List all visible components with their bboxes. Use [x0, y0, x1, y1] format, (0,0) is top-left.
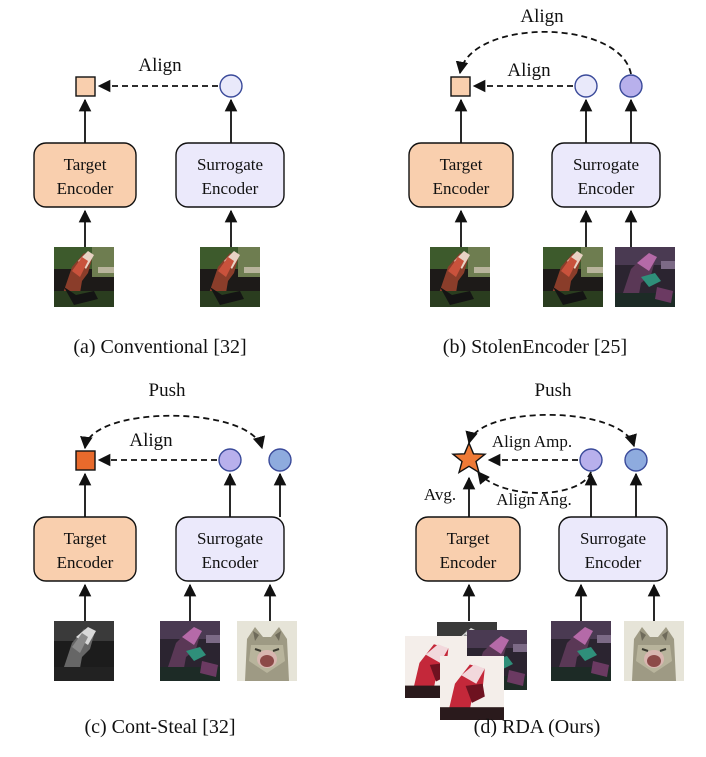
surrogate-encoder-line1: Surrogate: [580, 529, 646, 548]
target-encoder-line2: Encoder: [57, 179, 114, 198]
push-arrow: [80, 414, 265, 450]
surrogate-circle: [219, 74, 243, 98]
target-encoder-line2: Encoder: [57, 553, 114, 572]
image-original: [54, 247, 114, 307]
target-encoder-line1: Target: [64, 155, 107, 174]
align-top-label: Align: [520, 6, 564, 27]
avg-label: Avg.: [424, 485, 456, 504]
surrogate-encoder-line1: Surrogate: [197, 529, 263, 548]
augmented-image-stack: [405, 622, 527, 720]
target-square: [450, 76, 471, 97]
surrogate-encoder-line2: Encoder: [578, 179, 635, 198]
surrogate-encoder: [175, 142, 285, 208]
target-encoder-line2: Encoder: [440, 553, 497, 572]
panel-c: Align Push Target Encoder Surrogate Enco…: [33, 380, 297, 738]
panel-b: Align Align Target Encoder Surrogate Enc…: [408, 6, 675, 358]
caption-d: (d) RDA (Ours): [474, 716, 601, 738]
surrogate-encoder-line2: Encoder: [202, 179, 259, 198]
caption-b: (b) StolenEncoder [25]: [443, 336, 627, 358]
image-cat: [237, 621, 297, 681]
align-label: Align: [129, 430, 173, 451]
target-encoder-line1: Target: [447, 529, 490, 548]
push-label: Push: [149, 380, 186, 401]
panel-d: Align Amp. Align Ang. Push Avg. Target E…: [405, 380, 684, 738]
surrogate-encoder-line2: Encoder: [202, 553, 259, 572]
caption-a: (a) Conventional [32]: [73, 336, 246, 358]
image-original: [543, 247, 603, 307]
surrogate-circle-violet: [218, 448, 242, 472]
surrogate-circle-blue: [624, 448, 648, 472]
image-augmented-red-front: [440, 656, 504, 720]
image-grayscale: [54, 621, 114, 681]
image-cat: [624, 621, 684, 681]
surrogate-circle-violet: [619, 74, 643, 98]
target-encoder: [415, 516, 521, 582]
panel-a: Align Target Encoder Surrogate Encoder (…: [33, 55, 285, 358]
image-adversarial: [615, 247, 675, 307]
image-original: [200, 247, 260, 307]
surrogate-encoder-line2: Encoder: [585, 553, 642, 572]
image-adversarial: [551, 621, 611, 681]
target-square: [75, 76, 96, 97]
surrogate-circle-blue: [268, 448, 292, 472]
surrogate-circle-violet: [579, 448, 603, 472]
align-ang-arrow: [477, 471, 592, 494]
align-label: Align: [507, 60, 551, 81]
align-top-arrow: [455, 31, 632, 75]
image-original: [430, 247, 490, 307]
push-label: Push: [535, 380, 572, 401]
star-icon: [451, 441, 487, 475]
align-label: Align: [138, 55, 182, 76]
image-adversarial: [160, 621, 220, 681]
surrogate-encoder: [551, 142, 661, 208]
target-square-dark: [75, 450, 96, 471]
surrogate-circle-light: [574, 74, 598, 98]
align-ang-label: Align Ang.: [496, 490, 572, 509]
surrogate-encoder-line1: Surrogate: [573, 155, 639, 174]
surrogate-encoder-line1: Surrogate: [197, 155, 263, 174]
caption-c: (c) Cont-Steal [32]: [84, 716, 235, 738]
align-amp-label: Align Amp.: [492, 432, 572, 451]
target-encoder-line1: Target: [440, 155, 483, 174]
surrogate-encoder: [558, 516, 668, 582]
target-encoder-line2: Encoder: [433, 179, 490, 198]
target-encoder-line1: Target: [64, 529, 107, 548]
push-arrow: [465, 413, 637, 448]
